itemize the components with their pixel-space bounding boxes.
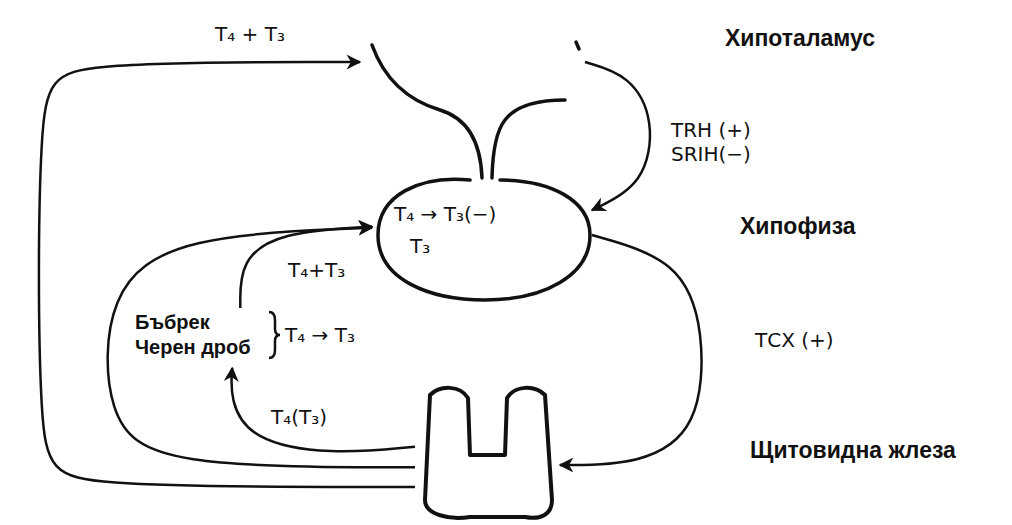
pituitary-shape-line: [378, 179, 590, 300]
thyroid-shape: Щитовидна жлеза: [415, 385, 560, 522]
region-label: Щитовидна жлеза: [750, 437, 956, 465]
bracket: [269, 312, 280, 358]
hypothalamus-shape-line: [492, 100, 565, 178]
hypothalamus-shape-line: [372, 45, 482, 178]
organ-label: Бъбрек Черен дроб: [135, 310, 261, 360]
edge-label: T₄+T₃: [285, 258, 348, 282]
thyroid-shape-outline: [415, 385, 560, 522]
region-label: Хипоталамус: [725, 25, 875, 53]
connector-arrow: [585, 62, 650, 210]
organ-group: Бъбрек Черен дроб T₄ → T₃: [135, 308, 405, 368]
connector-arrow: [108, 228, 415, 467]
hypothalamus-shape-outline: [360, 35, 585, 165]
pituitary-shape-outline: [372, 172, 592, 305]
thyroid-shape-line: [425, 388, 552, 518]
pituitary-shape: ХипофизаT₄ → T₃(−)T₃: [372, 172, 592, 305]
edge-label: ТСХ (+): [752, 328, 837, 352]
edge-label: TRH (+) SRIH(−): [668, 118, 792, 166]
hypothalamus-shape: Хипоталамус: [360, 35, 585, 165]
connector-arrow: [231, 368, 415, 451]
connector-arrow: [560, 235, 702, 465]
hypothalamus-shape-line: [576, 42, 579, 49]
region-label: Хипофиза: [740, 213, 856, 241]
edge-label: T₄(T₃): [268, 405, 330, 429]
conversion-label: T₄ → T₃: [285, 323, 355, 347]
connector-arrow: [39, 62, 415, 487]
hormone-label: T₃: [410, 234, 430, 258]
connector-arrow: [240, 227, 372, 308]
conversion-label: T₄ → T₃(−): [394, 202, 496, 226]
edge-label: T₄ + T₃: [212, 22, 288, 46]
